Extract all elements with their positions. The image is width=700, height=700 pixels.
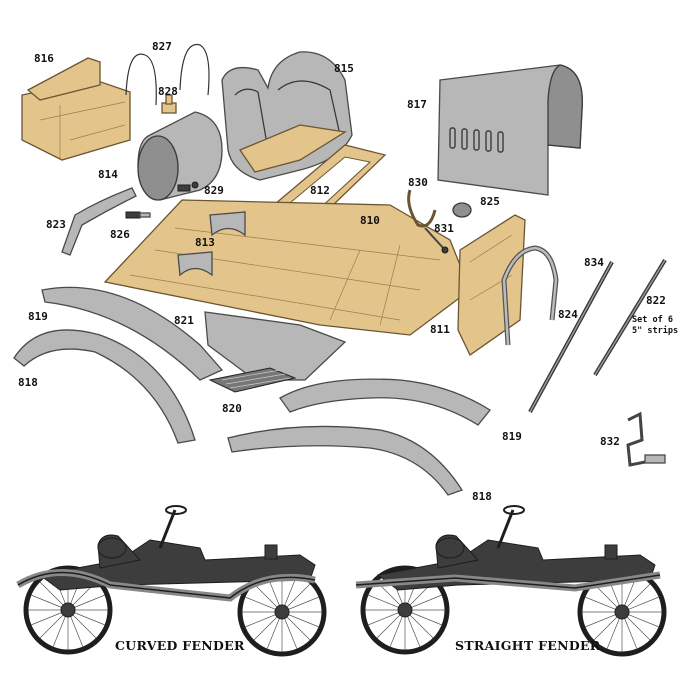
cap-825	[452, 202, 472, 218]
hood-817	[437, 64, 583, 196]
crank-832	[626, 411, 666, 467]
fender-818-left	[13, 329, 196, 444]
step-plate-820	[208, 367, 297, 393]
car-straight-rear-wheel	[360, 565, 450, 655]
label-822: 822	[646, 294, 666, 307]
car-curved-fender	[16, 505, 327, 657]
label-816: 816	[34, 52, 54, 65]
bolt-826	[125, 211, 151, 219]
fender-819-right	[279, 378, 491, 426]
label-812: 812	[310, 184, 330, 197]
lever-831	[424, 227, 449, 254]
hoop-824	[501, 245, 559, 346]
car-straight-front-wheel	[577, 567, 667, 657]
note-line-2: 5" strips	[632, 325, 678, 336]
label-828: 828	[158, 85, 178, 98]
label-810: 810	[360, 214, 380, 227]
car-curved-front-wheel	[237, 567, 327, 657]
note-line-1: Set of 6	[632, 315, 673, 325]
part-labels: 816 827 815 828 817 814 829 812 830 825 …	[18, 40, 678, 503]
label-820: 820	[222, 402, 242, 415]
strip-822	[593, 258, 667, 377]
label-831: 831	[434, 222, 454, 235]
label-821: 821	[174, 314, 194, 327]
seat-hoops-827	[125, 44, 210, 106]
label-818-top: 818	[18, 376, 38, 389]
label-824: 824	[558, 308, 578, 321]
filler-neck-828	[161, 94, 177, 114]
label-826: 826	[110, 228, 130, 241]
label-815: 815	[334, 62, 354, 75]
label-829: 829	[204, 184, 224, 197]
splash-pan-821	[204, 311, 347, 381]
caption-curved-fender: CURVED FENDER	[115, 638, 245, 653]
cowl-board-811	[457, 214, 526, 356]
label-825: 825	[480, 195, 500, 208]
fender-818-right	[227, 425, 463, 496]
label-811: 811	[430, 323, 450, 336]
label-813: 813	[195, 236, 215, 249]
label-814: 814	[98, 168, 118, 181]
label-819-top: 819	[28, 310, 48, 323]
bracket-823	[61, 187, 137, 256]
bolt-829	[177, 184, 191, 192]
label-817: 817	[407, 98, 427, 111]
strip-834	[528, 261, 614, 413]
label-834: 834	[584, 256, 604, 269]
label-832: 832	[600, 435, 620, 448]
tool-box-816	[21, 57, 131, 161]
pedal-830	[407, 189, 437, 228]
car-curved-rear-wheel	[23, 565, 113, 655]
label-830: 830	[408, 176, 428, 189]
label-827: 827	[152, 40, 172, 53]
seat-support-813	[177, 211, 246, 277]
fender-819-left	[41, 286, 224, 381]
fuel-tank-814	[137, 111, 223, 201]
label-823: 823	[46, 218, 66, 231]
seat-815	[221, 51, 353, 181]
label-818-bottom: 818	[472, 490, 492, 503]
car-straight-fender	[355, 505, 667, 657]
label-819-bottom: 819	[502, 430, 522, 443]
caption-straight-fender: STRAIGHT FENDER	[455, 638, 601, 653]
